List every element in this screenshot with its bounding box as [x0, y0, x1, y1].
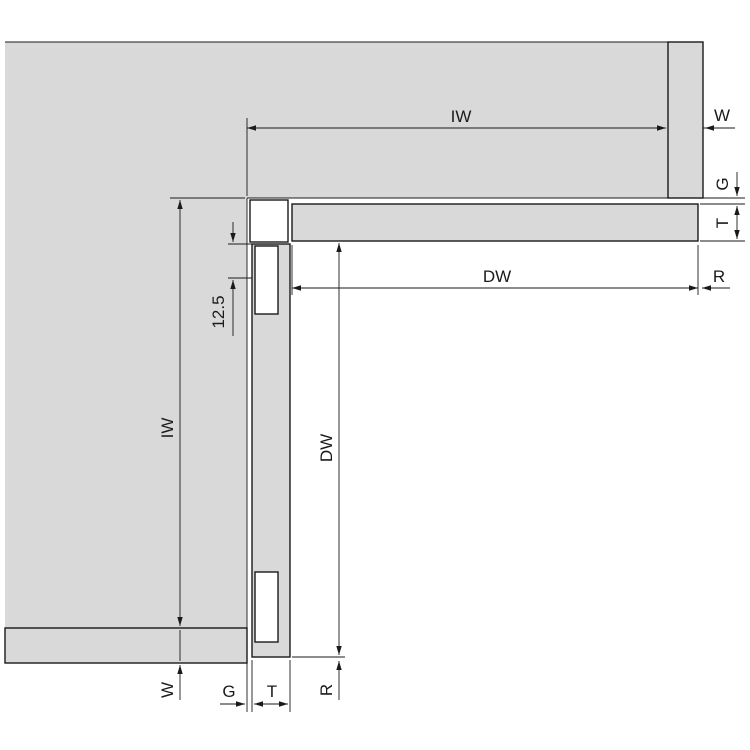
w-bottom-label: W	[158, 682, 177, 698]
dw-vertical-label: DW	[317, 434, 336, 462]
dw-horizontal-label: DW	[483, 267, 511, 286]
iw-top-label: IW	[451, 107, 472, 126]
wall-region-outline	[5, 41, 668, 628]
t-bottom-label: T	[267, 682, 277, 701]
w-top-label: W	[714, 106, 730, 125]
right-wall-panel	[667, 41, 704, 199]
corner-block	[249, 199, 289, 243]
top-hinge-cutout	[254, 245, 279, 315]
bottom-wall-panel	[4, 627, 248, 664]
dimension-12-5-label: 12.5	[209, 295, 228, 328]
iw-left-label: IW	[158, 418, 177, 439]
r-bottom-label: R	[317, 684, 336, 696]
r-right-label: R	[713, 267, 725, 286]
bottom-hinge-cutout	[254, 571, 279, 643]
g-right-label: G	[713, 177, 732, 190]
t-right-label: T	[713, 218, 732, 228]
horizontal-door-panel	[291, 203, 699, 242]
wall-region	[5, 42, 668, 628]
g-bottom-label: G	[222, 682, 235, 701]
